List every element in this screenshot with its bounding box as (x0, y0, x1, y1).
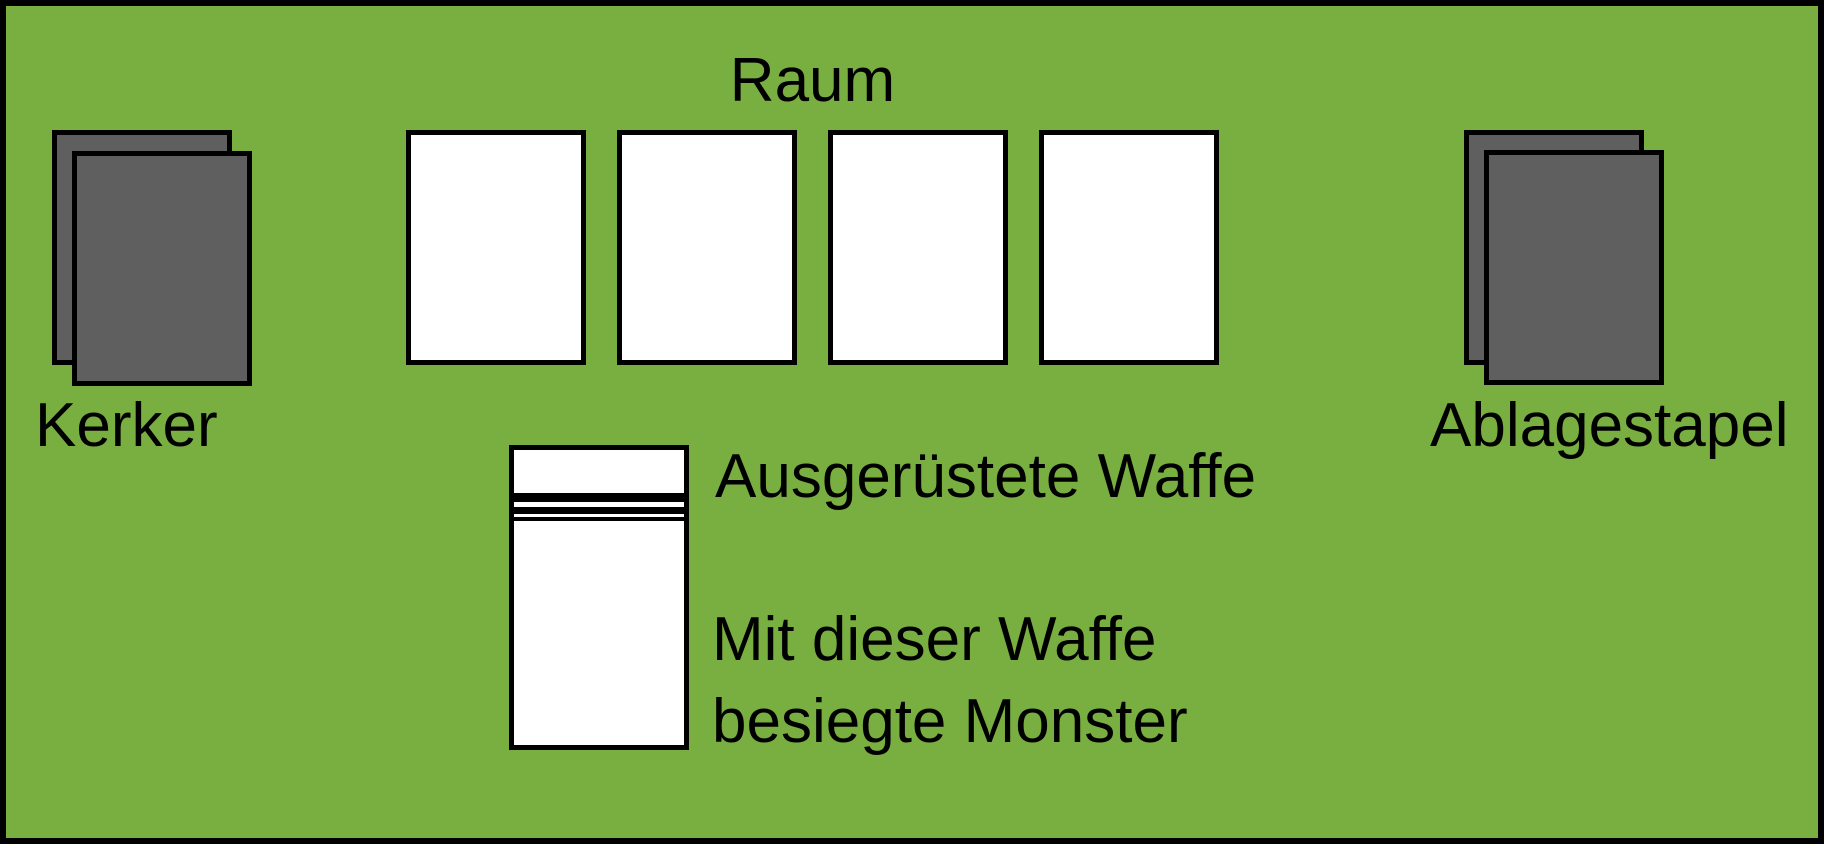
discard-stack-top-card (1484, 150, 1664, 385)
equipped-weapon-label: Ausgerüstete Waffe (715, 442, 1257, 511)
stacked-card-edge-line (514, 493, 684, 502)
room-card-slot (1039, 130, 1219, 365)
room-card-slot (617, 130, 797, 365)
defeated-monsters-note: Mit dieser Waffe besiegte Monster (712, 599, 1188, 763)
stacked-card-edge-line (514, 507, 684, 514)
dungeon-stack-top-card (72, 151, 252, 386)
room-card-slot (406, 130, 586, 365)
equipped-weapon-stack-card (509, 445, 689, 750)
room-label: Raum (729, 46, 896, 115)
discard-label: Ablagestapel (1430, 391, 1789, 460)
room-card-slot (828, 130, 1008, 365)
dungeon-label: Kerker (35, 391, 218, 460)
defeated-monsters-note-line-2: besiegte Monster (712, 687, 1188, 756)
stacked-card-edge-line (514, 517, 684, 521)
room-card-row (406, 130, 1219, 365)
defeated-monsters-note-line-1: Mit dieser Waffe (712, 605, 1157, 674)
